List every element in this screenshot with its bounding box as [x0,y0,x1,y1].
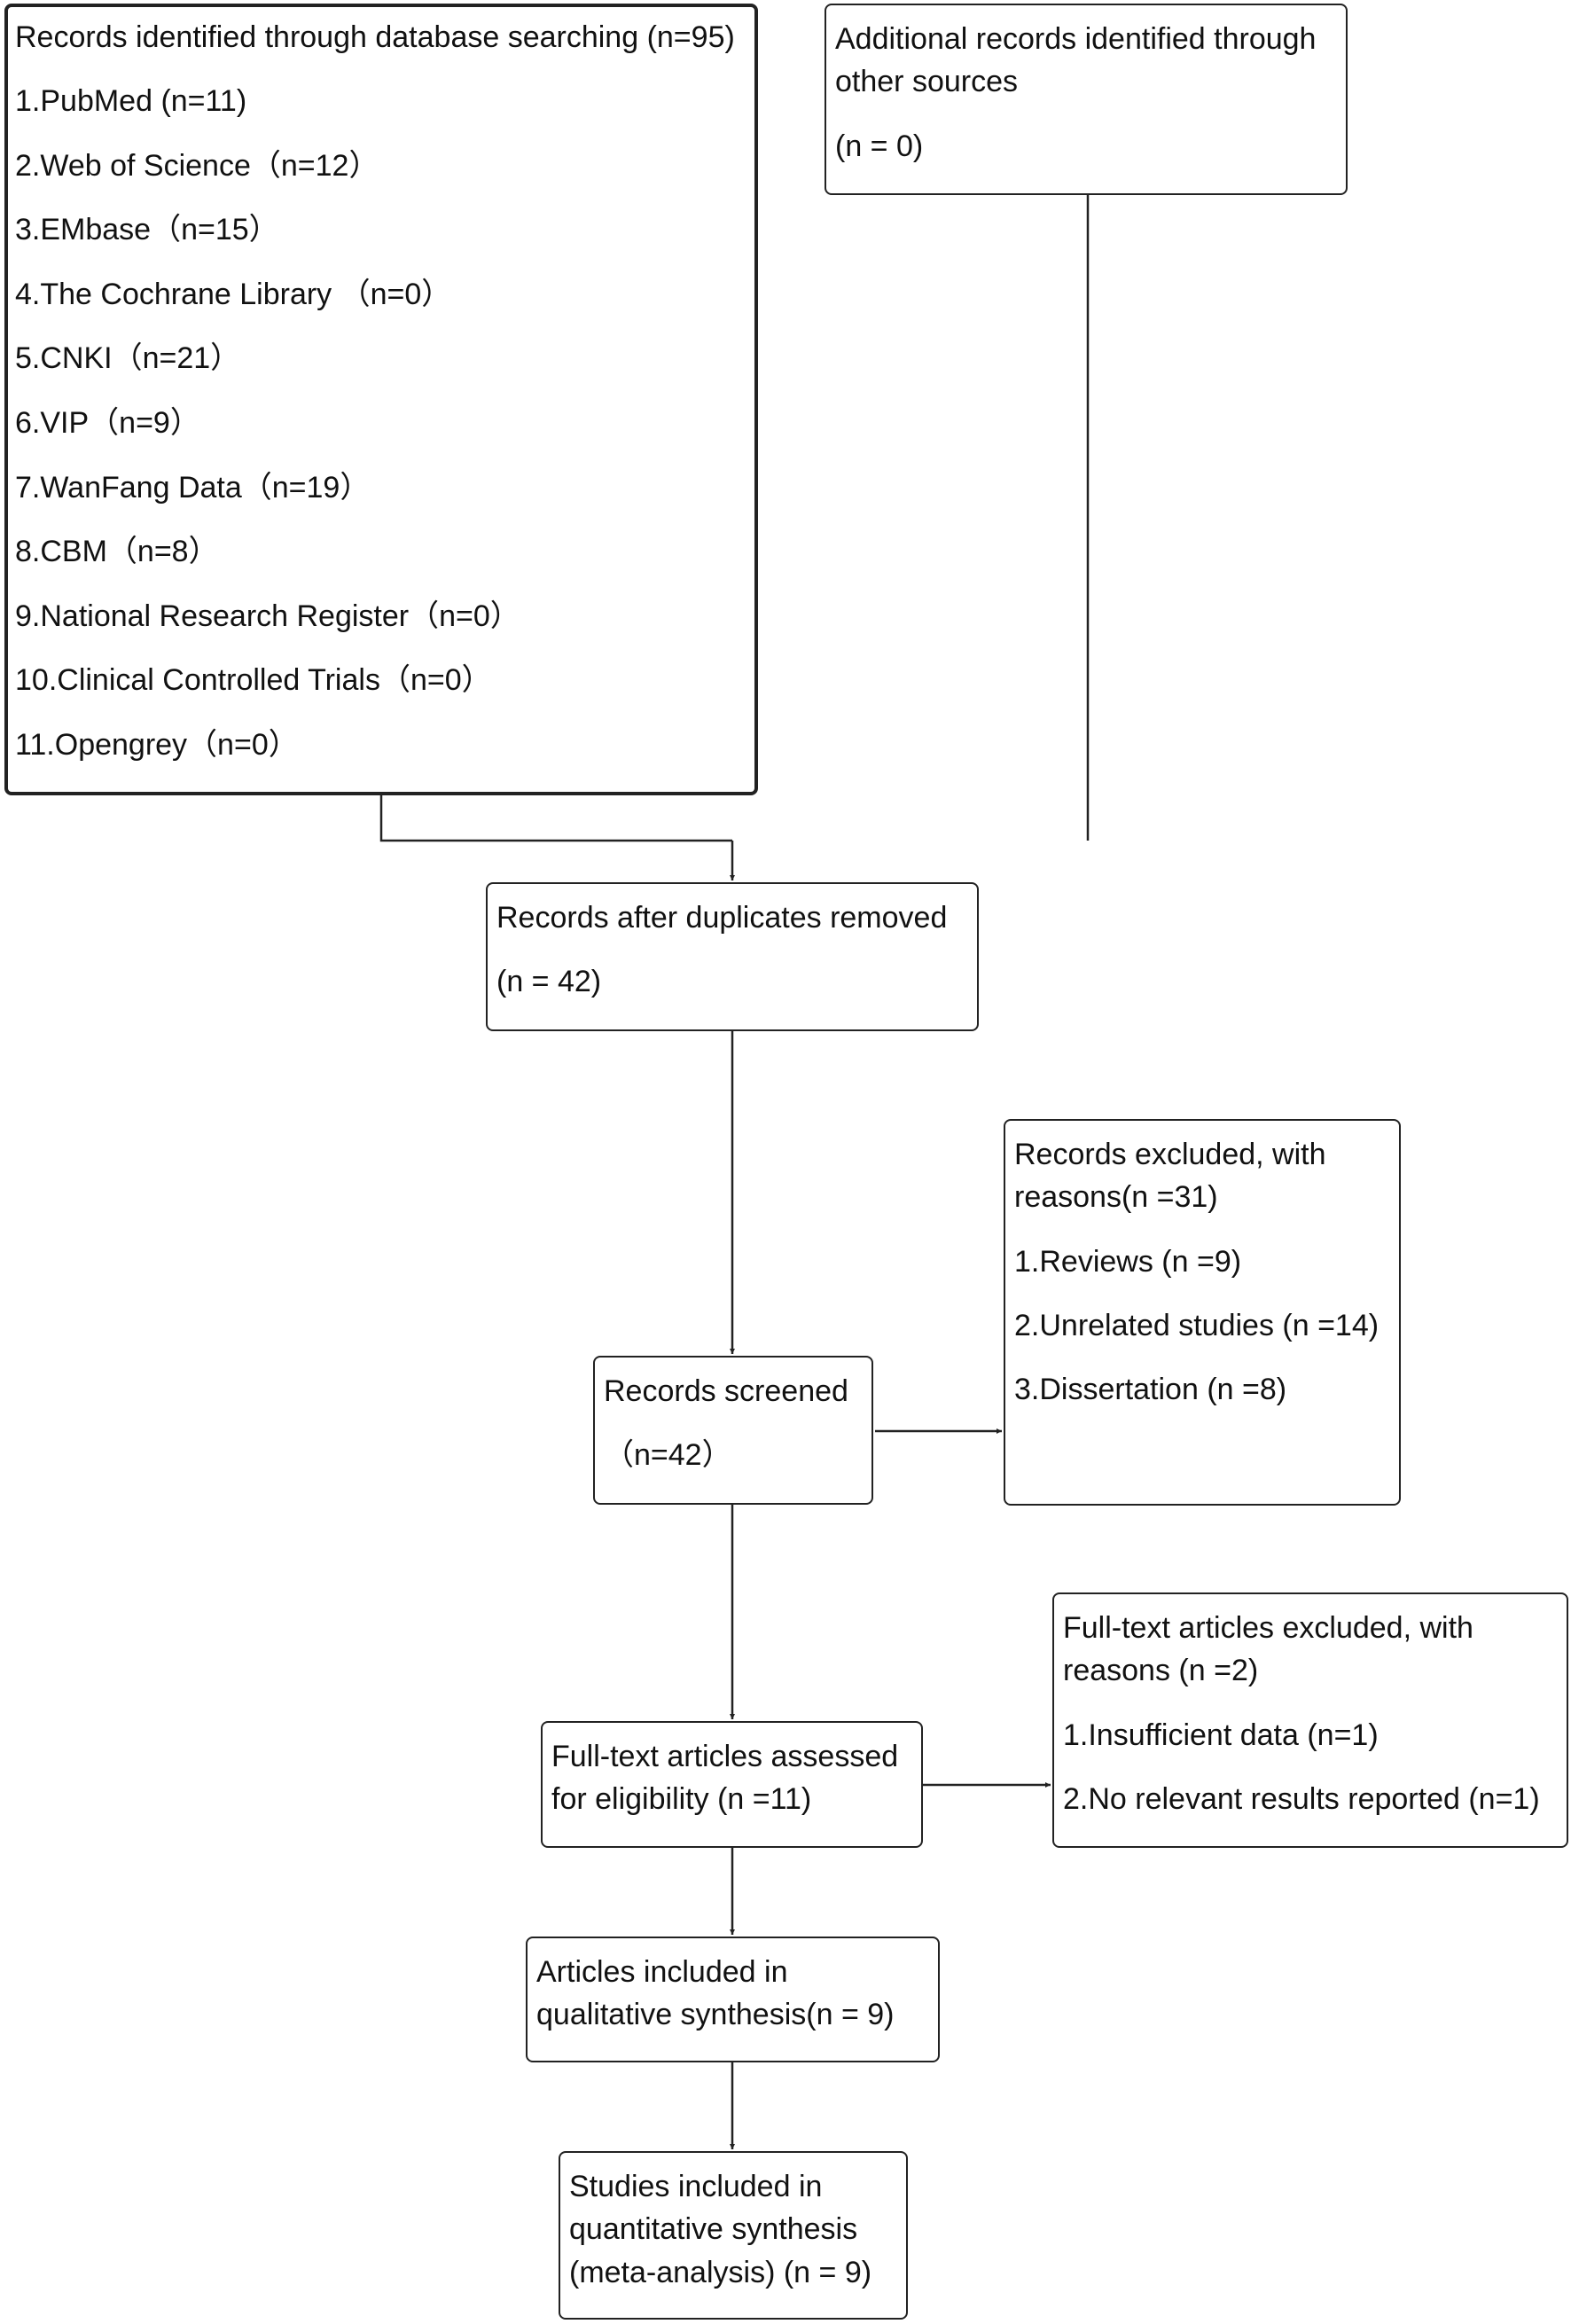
exclusion-reason: 1.Reviews (n =9) [1014,1244,1242,1279]
records-screened-count: （n=42） [604,1438,732,1473]
fulltext-assessed-line2: for eligibility (n =11) [551,1782,812,1817]
database-item: 2.Web of Science（n=12） [15,148,379,183]
fulltext-exclusion-reason: 2.No relevant results reported (n=1) [1063,1781,1540,1816]
connector-db-down [379,795,732,842]
records-excluded-line2: reasons(n =31) [1014,1180,1218,1215]
database-item: 8.CBM（n=8） [15,535,219,569]
fulltext-assessed-box: Full-text articles assessed for eligibil… [541,1721,923,1848]
quantitative-line1: Studies included in [569,2170,823,2203]
other-sources-box: Additional records identified through ot… [825,4,1348,195]
database-item: 7.WanFang Data（n=19） [15,470,371,505]
other-sources-line1: Additional records identified through [835,22,1317,56]
fulltext-excluded-line2: reasons (n =2) [1063,1654,1259,1688]
records-excluded-line1: Records excluded, with [1014,1138,1326,1171]
fulltext-exclusion-reason: 1.Insufficient data (n=1) [1063,1718,1379,1752]
database-search-box: Records identified through database sear… [4,4,758,795]
duplicates-removed-count: (n = 42) [496,965,602,999]
qualitative-line2: qualitative synthesis(n = 9) [536,1998,895,2032]
exclusion-reason: 3.Dissertation (n =8) [1014,1373,1287,1407]
quantitative-synthesis-box: Studies included in quantitative synthes… [559,2151,908,2320]
database-search-title: Records identified through database sear… [15,20,735,54]
exclusion-reason: 2.Unrelated studies (n =14) [1014,1308,1380,1342]
database-item: 9.National Research Register（n=0） [15,599,520,633]
duplicates-removed-box: Records after duplicates removed (n = 42… [486,882,979,1031]
database-item: 5.CNKI（n=21） [15,341,241,376]
fulltext-assessed-line1: Full-text articles assessed [551,1740,899,1773]
records-screened-box: Records screened （n=42） [593,1356,873,1505]
database-item: 1.PubMed (n=11) [15,84,247,118]
quantitative-line3: (meta-analysis) (n = 9) [569,2255,872,2289]
database-item: 11.Opengrey（n=0） [15,727,299,762]
records-excluded-box: Records excluded, with reasons(n =31) 1.… [1004,1119,1401,1506]
database-item: 4.The Cochrane Library （n=0） [15,277,452,311]
quantitative-line2: quantitative synthesis [569,2212,858,2247]
fulltext-excluded-box: Full-text articles excluded, with reason… [1052,1592,1568,1848]
fulltext-excluded-line1: Full-text articles excluded, with [1063,1611,1473,1645]
other-sources-count: (n = 0) [835,129,924,163]
records-screened-title: Records screened [604,1374,848,1408]
database-list: 1.PubMed (n=11) 2.Web of Science（n=12） 3… [15,69,747,778]
other-sources-line2: other sources [835,65,1018,99]
qualitative-synthesis-box: Articles included in qualitative synthes… [526,1937,940,2062]
qualitative-line1: Articles included in [536,1955,788,1989]
database-item: 10.Clinical Controlled Trials（n=0） [15,663,492,698]
database-item: 6.VIP（n=9） [15,405,200,440]
duplicates-removed-title: Records after duplicates removed [496,901,948,935]
database-item: 3.EMbase（n=15） [15,213,279,247]
